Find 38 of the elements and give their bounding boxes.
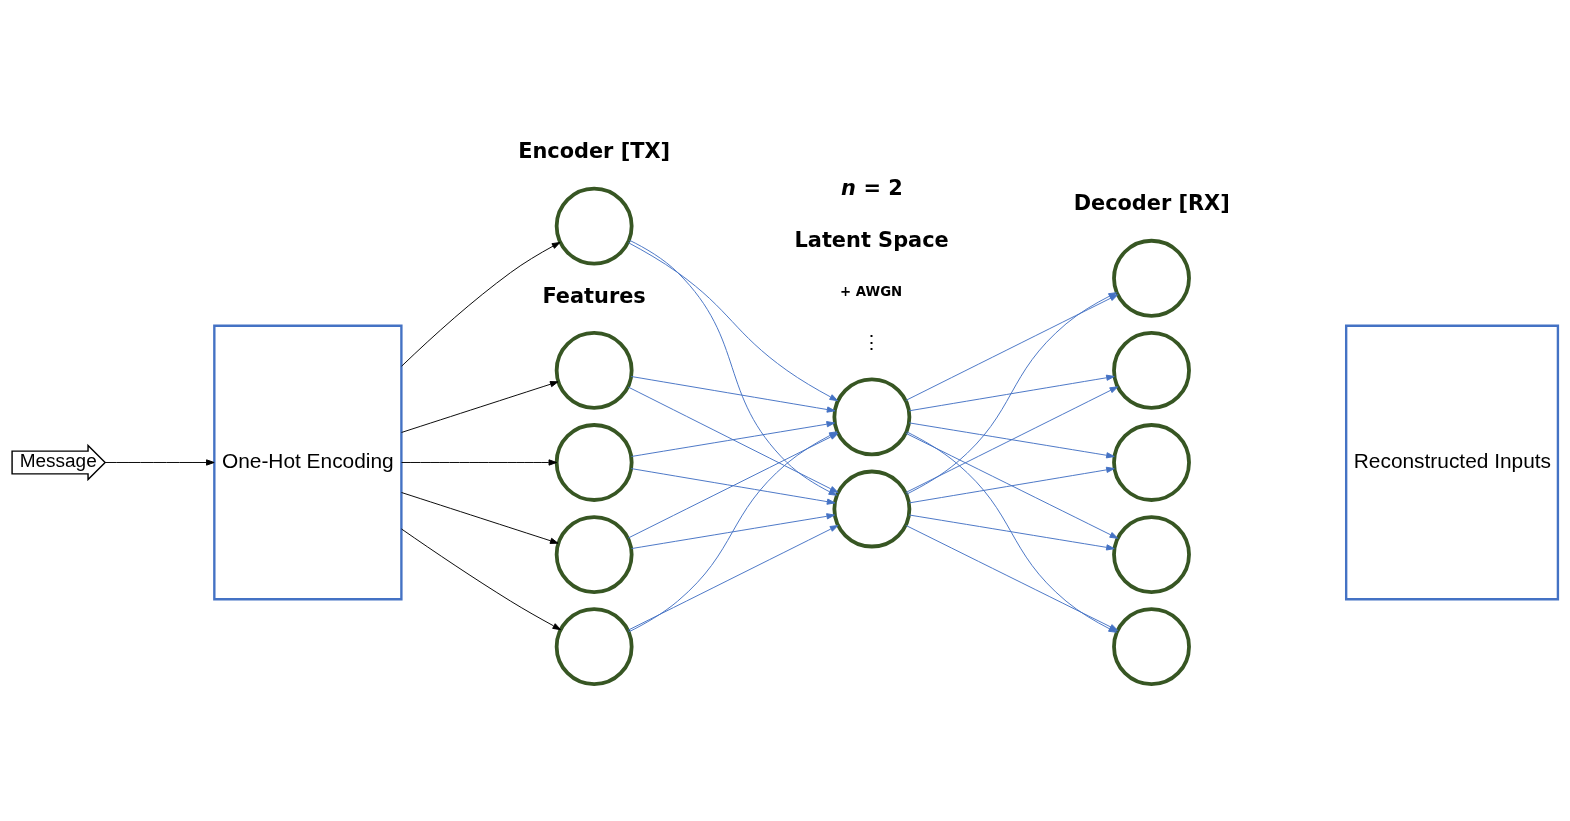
arrow <box>908 466 1115 504</box>
arrow <box>627 525 839 631</box>
node-box: One-Hot Encoding <box>213 324 403 601</box>
label: ⋮ <box>861 332 881 354</box>
arrow <box>401 492 559 544</box>
arrow <box>401 459 558 466</box>
arrow <box>630 376 836 413</box>
arrow <box>627 242 839 402</box>
node-label: Features <box>542 283 646 308</box>
node-circle <box>832 377 912 457</box>
node-circle <box>1112 238 1191 318</box>
arrow <box>104 459 215 466</box>
arrow <box>908 422 1115 459</box>
label: Decoder [RX] <box>1073 191 1230 216</box>
label: Encoder [TX] <box>518 139 671 164</box>
node-circle <box>1112 607 1191 687</box>
arrow <box>905 386 1119 494</box>
node-box: Reconstructed Inputs <box>1345 324 1560 601</box>
arrow <box>905 432 1119 539</box>
node-circle <box>1112 423 1191 502</box>
arrow <box>630 513 835 550</box>
arrow <box>630 421 835 457</box>
arrow <box>908 374 1115 412</box>
node-circle <box>1112 515 1191 594</box>
node-circle <box>1112 331 1191 410</box>
arrow <box>401 381 559 433</box>
arrow <box>630 468 836 505</box>
label: n = 2 <box>841 176 903 201</box>
label: Latent Space <box>794 227 949 252</box>
node-circle <box>554 331 634 410</box>
arrow <box>401 241 561 367</box>
arrow <box>401 528 562 631</box>
label: + AWGN <box>840 284 903 300</box>
arrow <box>908 514 1115 551</box>
node-circle <box>554 423 634 502</box>
node-circle <box>832 469 912 549</box>
node-circle <box>554 515 634 594</box>
node-circle <box>554 186 634 266</box>
